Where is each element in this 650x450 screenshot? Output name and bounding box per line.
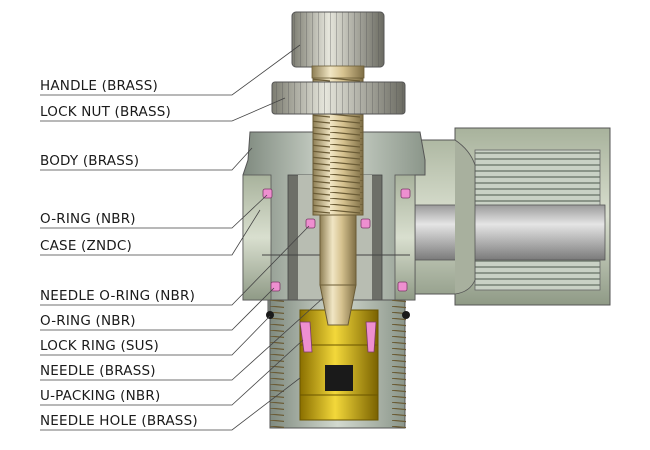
label-needle: NEEDLE (BRASS) — [40, 363, 156, 379]
lock-ring-right — [402, 311, 410, 319]
lock-ring-left — [266, 311, 274, 319]
label-lock-nut: LOCK NUT (BRASS) — [40, 104, 171, 120]
u-packing-left — [299, 321, 313, 353]
o-ring-upper-left — [262, 188, 273, 199]
lock-nut-part — [271, 81, 406, 115]
label-handle: HANDLE (BRASS) — [40, 78, 158, 94]
tube — [394, 204, 606, 261]
label-body: BODY (BRASS) — [40, 153, 139, 169]
label-o-ring-upper: O-RING (NBR) — [40, 211, 136, 227]
o-ring-upper-right — [400, 188, 411, 199]
part-labels: HANDLE (BRASS) LOCK NUT (BRASS) BODY (BR… — [40, 78, 198, 429]
label-lock-ring: LOCK RING (SUS) — [40, 338, 159, 354]
lower-threaded-section — [269, 299, 406, 429]
needle-o-ring-left — [305, 218, 316, 229]
needle-hole-opening — [325, 365, 353, 391]
needle-tip — [319, 284, 357, 326]
label-case: CASE (ZNDC) — [40, 238, 132, 254]
label-o-ring-lower: O-RING (NBR) — [40, 313, 136, 329]
o-rings — [262, 188, 411, 353]
handle-part — [291, 11, 385, 79]
label-needle-o-ring: NEEDLE O-RING (NBR) — [40, 288, 195, 304]
o-ring-lower-right — [397, 281, 408, 292]
needle-hole-part — [299, 309, 379, 421]
label-u-packing: U-PACKING (NBR) — [40, 388, 160, 404]
label-needle-hole: NEEDLE HOLE (BRASS) — [40, 413, 198, 429]
side-fitting — [394, 127, 611, 306]
leader-lines — [40, 44, 324, 431]
needle-o-ring-right — [360, 218, 371, 229]
u-packing-right — [365, 321, 377, 353]
